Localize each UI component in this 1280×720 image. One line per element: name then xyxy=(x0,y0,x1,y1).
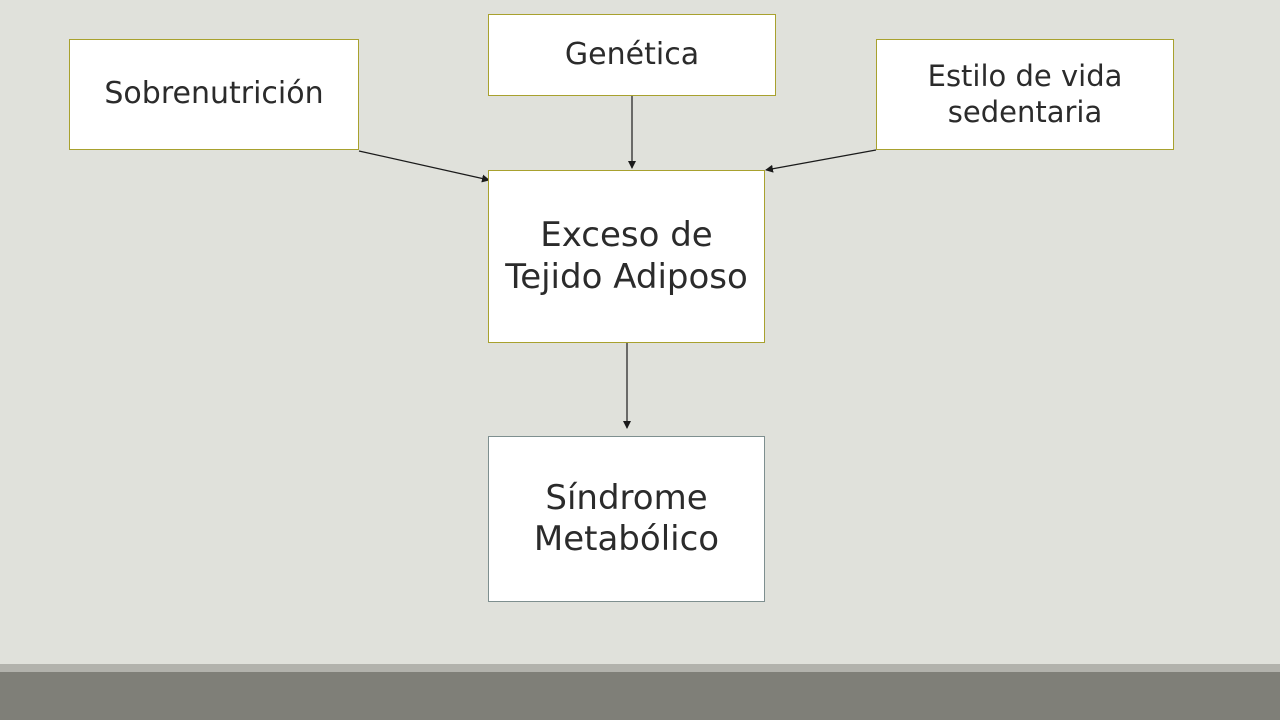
node-genetica-label: Genética xyxy=(564,36,700,72)
node-sobrenutricion: Sobrenutrición xyxy=(69,39,359,150)
arrow-estilo-to-exceso xyxy=(765,149,877,173)
node-sobrenutricion-label: Sobrenutrición xyxy=(104,76,324,112)
footer-bar xyxy=(0,672,1280,720)
footer-strip xyxy=(0,664,1280,672)
node-exceso-tejido-adiposo: Exceso de Tejido Adiposo xyxy=(488,170,765,343)
node-sindrome-metabolico-label: Síndrome Metabólico xyxy=(533,477,720,559)
node-estilo-de-vida: Estilo de vida sedentaria xyxy=(876,39,1174,150)
node-genetica: Genética xyxy=(488,14,776,96)
node-estilo-de-vida-label: Estilo de vida sedentaria xyxy=(927,59,1123,129)
node-sindrome-metabolico: Síndrome Metabólico xyxy=(488,436,765,602)
arrow-sobrenutricion-to-exceso xyxy=(358,150,490,183)
node-exceso-tejido-adiposo-label: Exceso de Tejido Adiposo xyxy=(505,215,748,297)
